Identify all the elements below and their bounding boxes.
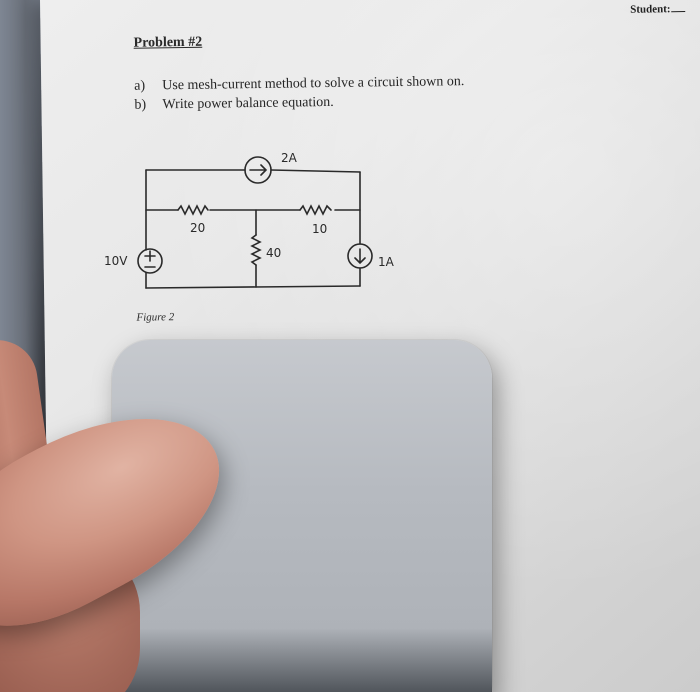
current-source-top — [244, 156, 272, 184]
resistor-20-zigzag — [177, 204, 209, 216]
label-10: 10 — [312, 222, 327, 236]
current-source-right — [347, 243, 373, 269]
label-20: 20 — [190, 221, 205, 235]
label-2a: 2A — [281, 151, 298, 165]
current-source-top-arrow — [249, 164, 268, 176]
resistor-10-zigzag — [299, 204, 332, 216]
label-1a: 1A — [378, 255, 395, 269]
resistor-40-zigzag — [250, 234, 262, 266]
card-shadow — [112, 628, 492, 692]
wire-top-right — [270, 169, 361, 173]
label-40: 40 — [266, 246, 281, 260]
current-source-right-arrow — [354, 248, 366, 265]
voltage-source — [137, 248, 163, 274]
label-10v: 10V — [104, 254, 128, 268]
voltage-source-polarity — [144, 250, 156, 268]
wire-bottom — [145, 285, 361, 289]
